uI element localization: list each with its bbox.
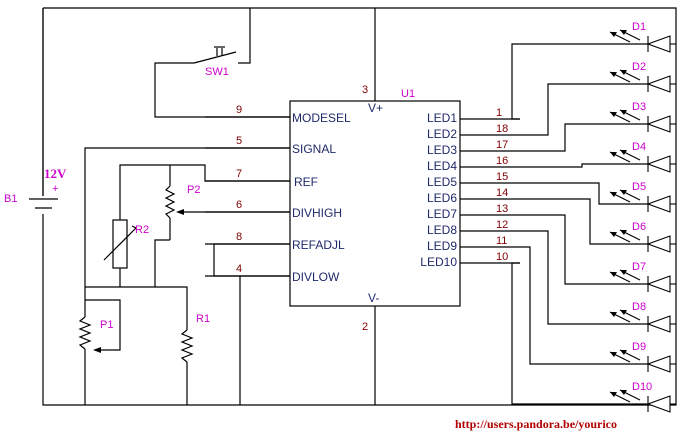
battery-b1: B1 12V +	[4, 166, 67, 214]
led-1: D1	[609, 21, 676, 53]
right-pin-label: LED10	[420, 255, 457, 269]
led-5: D5	[609, 181, 676, 213]
led-2: D2	[609, 61, 676, 93]
footer-url: http://users.pandora.be/yourico	[455, 417, 617, 431]
right-pin-number: 11	[496, 235, 507, 247]
led-label: D4	[632, 141, 646, 153]
potentiometer-p1: P1	[78, 287, 121, 405]
left-pin-label: DIVLOW	[292, 270, 340, 284]
right-pin-number: 13	[496, 203, 508, 215]
led-label: D7	[632, 261, 646, 273]
pin-top-number: 3	[362, 84, 368, 96]
led-7: D7	[609, 261, 676, 293]
led-label: D10	[632, 381, 652, 393]
right-pin-label: LED8	[427, 223, 457, 237]
battery-voltage: 12V	[44, 166, 67, 181]
right-pin-label: LED9	[427, 239, 457, 253]
r1-label: R1	[196, 313, 210, 325]
right-pin-number: 10	[496, 251, 508, 263]
resistor-r2: R2	[103, 219, 149, 287]
led-label: D9	[632, 341, 646, 353]
right-pin-label: LED6	[427, 191, 457, 205]
right-pin-number: 15	[496, 171, 508, 183]
led-label: D8	[632, 301, 646, 313]
left-pin-number: 7	[236, 168, 242, 180]
led-label: D5	[632, 181, 646, 193]
r2-label: R2	[135, 224, 149, 236]
led-4: D4	[609, 141, 676, 173]
left-pin-label: SIGNAL	[292, 142, 336, 156]
pin-bottom-number: 2	[362, 321, 368, 333]
right-pin-label: LED3	[427, 143, 457, 157]
p1-label: P1	[100, 319, 113, 331]
led-6: D6	[609, 221, 676, 253]
chip-u1: U1 V+ V-	[289, 88, 461, 307]
led-label: D1	[632, 21, 646, 33]
right-pin-number: 18	[496, 123, 508, 135]
right-pin-number: 12	[496, 219, 508, 231]
led-10: D10	[609, 381, 676, 413]
led-label: D3	[632, 101, 646, 113]
right-pin-label: LED2	[427, 127, 457, 141]
chip-name: U1	[401, 88, 415, 100]
chip-vplus: V+	[368, 101, 383, 115]
left-pin-label: MODESEL	[292, 111, 351, 125]
chip-vminus: V-	[368, 291, 379, 305]
left-pin-number: 4	[236, 263, 242, 275]
led-3: D3	[609, 101, 676, 133]
led-8: D8	[609, 301, 676, 333]
left-pin-label: DIVHIGH	[292, 206, 342, 220]
battery-plus: +	[52, 183, 58, 195]
left-pin-number: 8	[236, 231, 242, 243]
right-pin-number: 16	[496, 155, 508, 167]
right-pin-number: 17	[496, 139, 508, 151]
led-9: D9	[609, 341, 676, 373]
left-pin-number: 9	[236, 104, 242, 116]
right-pin-label: LED1	[427, 111, 457, 125]
left-pin-number: 5	[236, 135, 242, 147]
left-pin-label: REFADJL	[292, 238, 345, 252]
led-label: D2	[632, 61, 646, 73]
led-wires	[511, 43, 648, 405]
led-label: D6	[632, 221, 646, 233]
potentiometer-p2: P2	[164, 165, 290, 240]
switch-label: SW1	[205, 66, 229, 78]
right-pin-label: LED7	[427, 207, 457, 221]
battery-name: B1	[4, 193, 17, 205]
right-pin-number: 1	[496, 107, 502, 119]
right-pin-number: 14	[496, 187, 508, 199]
wires	[42, 7, 677, 406]
right-pin-label: LED5	[427, 175, 457, 189]
switch-sw1: SW1	[154, 8, 290, 118]
resistor-r1: R1	[180, 306, 210, 405]
left-pin-number: 6	[236, 199, 242, 211]
right-pin-label: LED4	[427, 159, 457, 173]
left-pin-label: REF	[294, 175, 318, 189]
right-pins: 1LED118LED217LED316LED415LED514LED613LED…	[420, 107, 520, 269]
p2-label: P2	[187, 184, 200, 196]
